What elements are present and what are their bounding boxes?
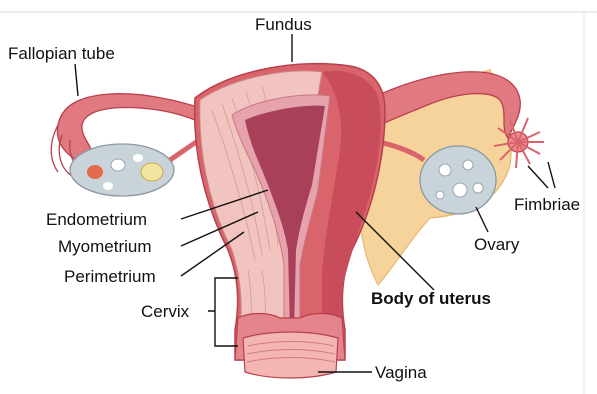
ovary-left-follicle-2 [111, 159, 125, 171]
ovary-left-follicle-1 [87, 165, 103, 179]
label-vagina: Vagina [375, 363, 427, 382]
leader-fallopian-tube [75, 64, 78, 96]
label-fimbriae: Fimbriae [514, 195, 580, 214]
label-ovary: Ovary [474, 235, 520, 254]
ovary-left-follicle-4 [133, 154, 143, 162]
ovary-left-follicle-3 [141, 163, 163, 181]
label-body-of-uterus: Body of uterus [371, 289, 491, 308]
ovary-right-follicle-1 [439, 164, 451, 176]
ovary-right-follicle-5 [436, 191, 444, 199]
label-endometrium: Endometrium [46, 210, 147, 229]
vagina-tube [243, 332, 338, 378]
label-cervix: Cervix [141, 302, 190, 321]
leader-fimbriae-2 [548, 162, 555, 188]
ovary-right-follicle-4 [473, 183, 483, 193]
label-perimetrium: Perimetrium [64, 267, 156, 286]
leader-ovary [476, 207, 488, 232]
label-fallopian-tube: Fallopian tube [8, 44, 115, 63]
ovary-right [420, 146, 496, 214]
label-fundus: Fundus [255, 15, 312, 34]
ovary-left-follicle-5 [103, 182, 113, 190]
leader-fimbriae-1 [528, 166, 548, 188]
ovary-right-follicle-3 [453, 183, 467, 197]
label-myometrium: Myometrium [58, 237, 152, 256]
cervix-bracket [208, 278, 238, 346]
ovary-right-follicle-2 [463, 160, 473, 170]
